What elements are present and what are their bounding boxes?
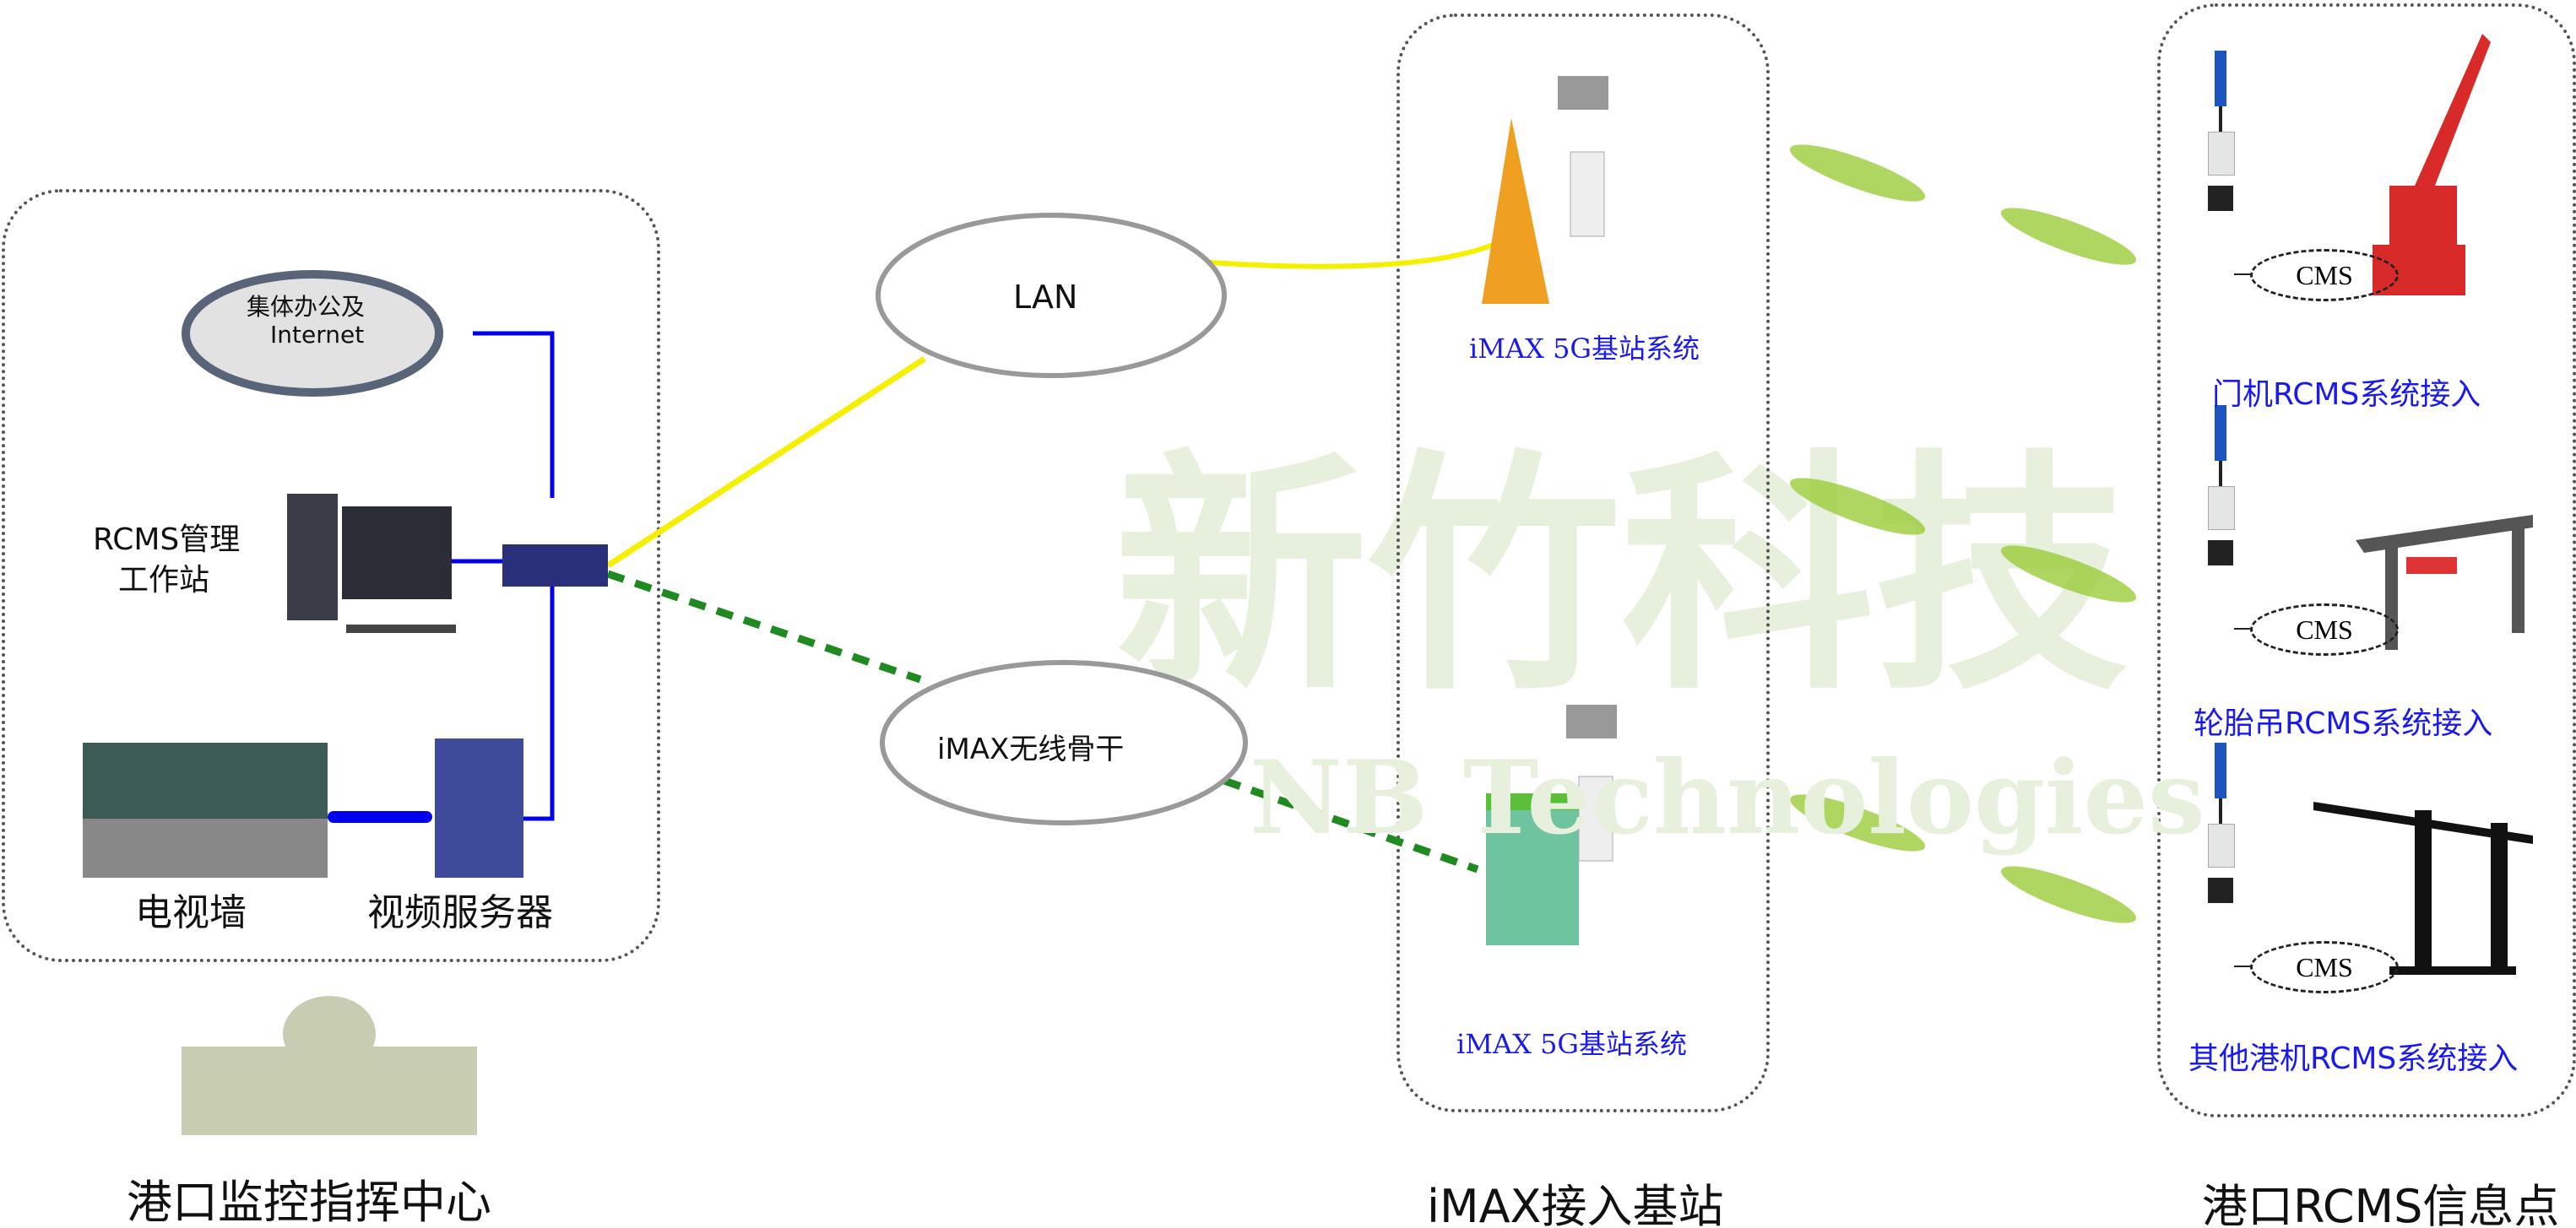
cms-node: CMS [2250,603,2399,656]
command-center-group [2,189,660,962]
rcms-item-label: 其他港机RCMS系统接入 [2188,1041,2519,1076]
watermark-cn: 新竹科技 [1114,430,2128,724]
lan-label: LAN [1013,279,1078,316]
station-top-label: iMAX 5G基站系统 [1469,333,1700,365]
cloud-lan [876,213,1227,378]
base-station-title: iMAX接入基站 [1427,1180,1724,1228]
workstation-label: RCMS管理 [93,522,241,557]
cloud-office-label: 集体办公及 [247,293,366,321]
rcms-item-label: 轮胎吊RCMS系统接入 [2194,706,2493,741]
base-station-group [1396,14,1770,1112]
cms-node: CMS [2250,249,2399,301]
tv-wall-label: 电视墙 [135,891,247,934]
backbone-label: iMAX无线骨干 [937,733,1125,766]
rtg-crane-icon [2356,515,2533,650]
workstation-label-2: 工作站 [118,563,210,598]
station-bottom-label: iMAX 5G基站系统 [1456,1028,1687,1060]
video-server-label: 视频服务器 [367,891,553,934]
rcms-points-group [2157,3,2576,1117]
tower-icon [1482,76,1608,304]
watermark-en: NB Technologies [1250,738,2205,857]
wireless-terminal-icon [2208,405,2235,565]
rcms-item-label: 门机RCMS系统接入 [2212,377,2481,412]
cloud-backbone [880,660,1248,825]
switch-icon [502,544,608,587]
building-icon [1486,705,1617,945]
portal-crane-icon [2373,34,2491,295]
wireless-terminal-icon [2208,51,2235,211]
cms-node: CMS [2250,941,2399,993]
command-center-title: 港口监控指挥中心 [127,1176,491,1228]
workstation-icon [287,494,456,633]
quay-crane-icon [2313,802,2533,975]
wireless-terminal-icon [2208,743,2235,903]
government-building-icon [182,996,477,1135]
cloud-office-label-2: Internet [270,321,365,349]
cloud-office [182,270,443,397]
rcms-points-title: 港口RCMS信息点 [2202,1180,2560,1228]
tv-wall-icon [83,743,328,878]
video-server-icon [435,738,523,878]
